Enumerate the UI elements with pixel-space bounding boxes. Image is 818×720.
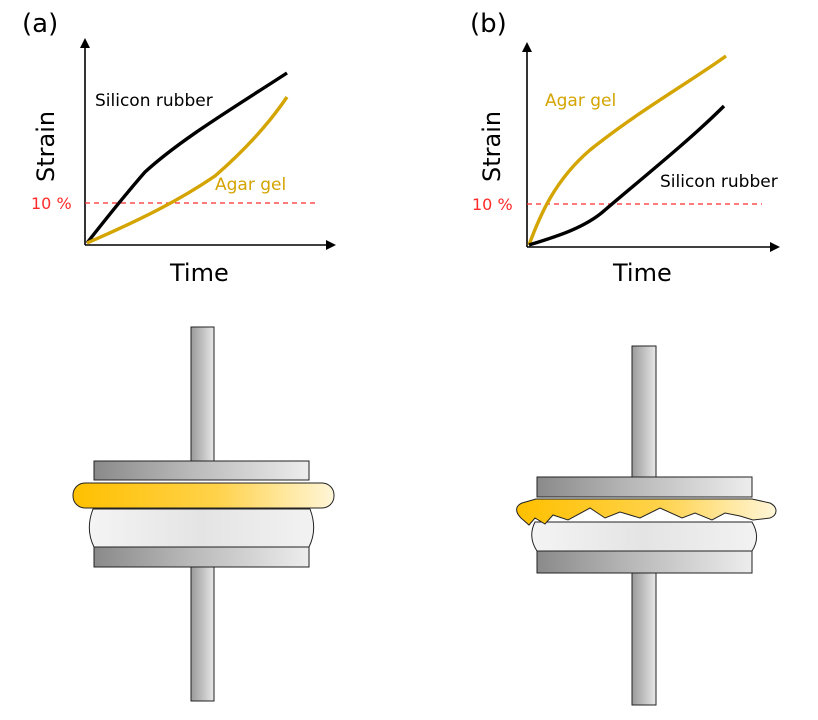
panel-b-agar-curve	[527, 54, 727, 246]
apparatus-b-rubber-sample	[531, 521, 757, 552]
panel-a-label: (a)	[22, 9, 58, 39]
panel-a-chart: (a) 10 % Strain Time Silicon rubber Agar…	[22, 9, 336, 287]
apparatus-b-lower-rod	[631, 572, 657, 706]
panel-a-rubber-curve	[85, 71, 288, 245]
apparatus-b-upper-rod	[631, 345, 657, 478]
panel-a-agar-label: Agar gel	[215, 175, 286, 195]
apparatus-b-fractured-agar	[516, 498, 777, 526]
panel-a-threshold-label: 10 %	[31, 194, 72, 213]
panel-b-agar-label: Agar gel	[545, 91, 616, 111]
panel-a-rubber-label: Silicon rubber	[95, 91, 213, 111]
panel-b-y-axis-title: Strain	[478, 111, 506, 182]
apparatus-b-upper-platen	[536, 476, 753, 498]
apparatus-a-rubber-sample	[88, 508, 315, 548]
apparatus-a-agar-layer	[72, 482, 335, 509]
panel-b-chart: (b) 10 % Strain Time Agar gel Silicon ru…	[470, 9, 780, 287]
apparatus-a	[72, 326, 335, 702]
panel-a-agar-curve	[86, 96, 289, 245]
apparatus-a-upper-rod	[190, 326, 215, 462]
panel-b-threshold-label: 10 %	[472, 195, 513, 214]
apparatus-a-upper-platen	[93, 460, 310, 481]
panel-b-label: (b)	[470, 9, 507, 39]
panel-b-rubber-curve	[528, 104, 726, 247]
apparatus-a-lower-rod	[190, 566, 215, 702]
apparatus-b-lower-platen	[536, 550, 753, 574]
panel-b-x-axis-title: Time	[612, 259, 672, 287]
panel-a-x-axis-title: Time	[169, 259, 229, 287]
apparatus-b	[516, 345, 777, 706]
panel-b-rubber-label: Silicon rubber	[660, 172, 778, 192]
apparatus-a-lower-platen	[93, 546, 310, 568]
panel-a-y-axis-title: Strain	[32, 111, 60, 182]
